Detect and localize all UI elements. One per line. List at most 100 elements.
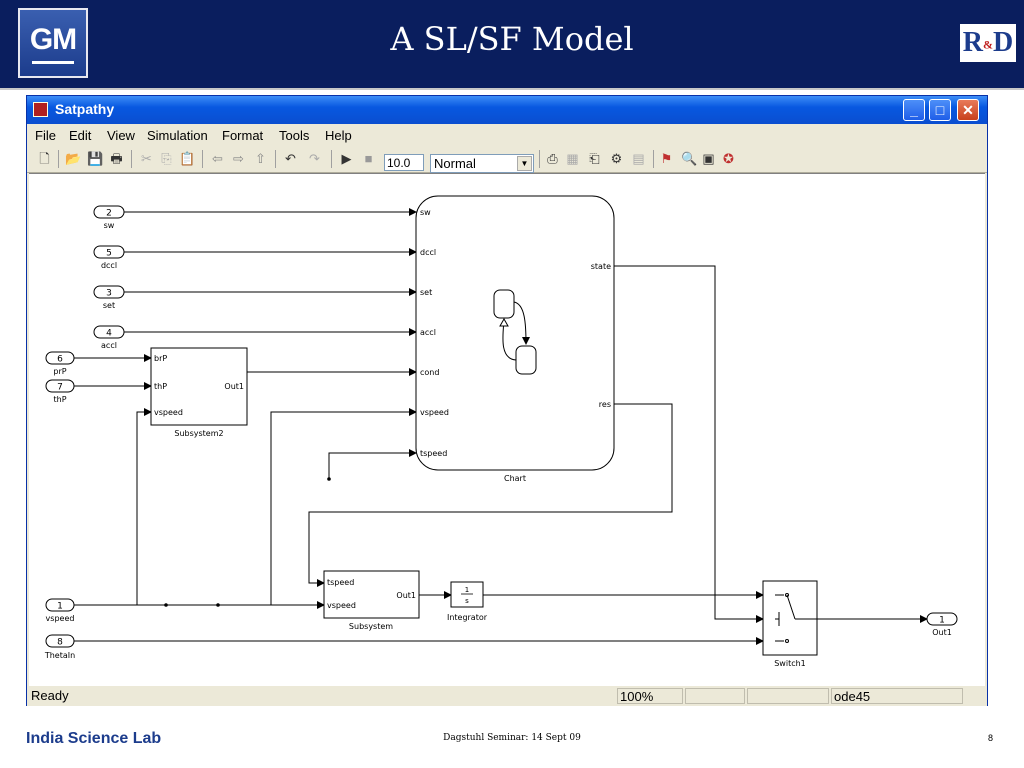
maximize-button[interactable]: □: [929, 99, 951, 121]
back-arrow-icon[interactable]: ⇦: [212, 151, 223, 166]
inport-label: prP: [53, 367, 66, 376]
save-icon[interactable]: 💾: [87, 151, 104, 166]
toolbar-separator: [275, 150, 276, 168]
incremental-build-icon[interactable]: ▦: [566, 151, 579, 166]
simulation-mode-select[interactable]: Normal ▼: [430, 154, 534, 173]
switch-block[interactable]: Switch1: [762, 580, 818, 668]
minimize-button[interactable]: _: [903, 99, 925, 121]
paste-icon[interactable]: 📋: [179, 151, 196, 166]
inport-label: dccl: [101, 261, 117, 270]
outport-number: 1: [939, 616, 945, 626]
chart-input-port: dccl: [420, 248, 436, 257]
inport-dccl[interactable]: 5 dccl: [93, 245, 125, 270]
menu-file[interactable]: File: [35, 128, 56, 143]
integrator-name: Integrator: [447, 613, 488, 622]
menu-edit[interactable]: Edit: [69, 128, 92, 143]
up-arrow-icon[interactable]: ⇧: [255, 151, 266, 166]
inport-number: 6: [57, 355, 63, 365]
model-browser-icon[interactable]: ▣: [702, 151, 715, 166]
menu-view[interactable]: View: [107, 128, 135, 143]
outport-label: Out1: [932, 628, 952, 637]
toolbar-separator: [131, 150, 132, 168]
build-icon[interactable]: ⎙: [547, 151, 558, 166]
undo-icon[interactable]: ↶: [285, 151, 296, 166]
integrator-denominator: s: [465, 597, 469, 605]
subsystem-output-port: Out1: [396, 591, 416, 600]
footer-organization: India Science Lab: [26, 730, 162, 747]
redo-icon[interactable]: ↷: [309, 151, 320, 166]
window-titlebar[interactable]: Satpathy _ □ ✕: [27, 96, 987, 124]
update-diagram-icon[interactable]: ⎗: [589, 151, 600, 166]
integrator-block[interactable]: 1 s Integrator: [447, 581, 488, 622]
subsystem-name: Subsystem: [349, 622, 393, 631]
model-canvas[interactable]: 2 sw 5 dccl 3 set 4 accl 6 prP: [29, 173, 985, 686]
gm-logo-text: GM: [29, 23, 77, 56]
chart-input-port: cond: [420, 368, 439, 377]
chevron-down-icon[interactable]: ▼: [517, 156, 532, 171]
close-button[interactable]: ✕: [957, 99, 979, 121]
zoom-level: 100%: [617, 688, 683, 704]
inport-number: 3: [106, 289, 112, 299]
stateflow-chart-block[interactable]: sw dccl set accl cond vspeed tspeed stat…: [415, 195, 615, 483]
inport-thP[interactable]: 7 thP: [45, 379, 75, 404]
inport-set[interactable]: 3 set: [93, 285, 125, 310]
subsystem2-output-port: Out1: [224, 382, 244, 391]
inport-label: accl: [101, 341, 117, 350]
model-explorer-icon[interactable]: 🔍: [681, 151, 698, 166]
rd-logo-amp: &: [983, 37, 993, 52]
inport-sw[interactable]: 2 sw: [93, 205, 125, 230]
inport-vspeed[interactable]: 1 vspeed: [45, 598, 75, 623]
menu-format[interactable]: Format: [222, 128, 264, 143]
rd-logo-r: R: [962, 27, 983, 58]
inport-accl[interactable]: 4 accl: [93, 325, 125, 350]
chart-state-icon: [493, 289, 537, 375]
simulink-app-icon[interactable]: [33, 102, 48, 117]
open-folder-icon[interactable]: 📂: [65, 151, 82, 166]
status-text: Ready: [31, 688, 69, 703]
menu-simulation[interactable]: Simulation: [147, 128, 208, 143]
subsystem-block[interactable]: tspeed vspeed Out1 Subsystem: [323, 570, 420, 631]
footer-seminar: Dagstuhl Seminar: 14 Sept 09: [443, 733, 581, 743]
subsystem2-input-port: thP: [154, 382, 167, 391]
chart-output-port: state: [591, 262, 611, 271]
inport-thetain[interactable]: 8 ThetaIn: [44, 634, 75, 660]
toolbar-separator: [539, 150, 540, 168]
menu-help[interactable]: Help: [325, 128, 352, 143]
gm-logo: GM: [18, 8, 88, 78]
inport-number: 1: [57, 602, 63, 612]
new-model-icon[interactable]: 🗋: [39, 151, 50, 166]
switch-name: Switch1: [774, 659, 806, 668]
solver-name: ode45: [831, 688, 963, 704]
debugger-icon[interactable]: ✪: [723, 151, 734, 166]
library-browser-icon[interactable]: ⚑: [660, 151, 673, 166]
stop-time-field[interactable]: 10.0: [384, 154, 424, 171]
chart-name: Chart: [504, 474, 526, 483]
inport-prP[interactable]: 6 prP: [45, 351, 75, 376]
slide-title: A SL/SF Model: [390, 20, 634, 58]
cut-icon[interactable]: ✂: [141, 151, 152, 166]
copy-icon[interactable]: ⎘: [161, 151, 172, 166]
menu-tools[interactable]: Tools: [279, 128, 310, 143]
outport-out1[interactable]: 1 Out1: [926, 612, 958, 637]
inport-label: vspeed: [46, 614, 75, 623]
debug-icon[interactable]: ▤: [632, 151, 645, 166]
forward-arrow-icon[interactable]: ⇨: [233, 151, 244, 166]
chart-input-port: sw: [420, 208, 431, 217]
toolbar-separator: [58, 150, 59, 168]
stop-simulation-icon[interactable]: ■: [364, 151, 373, 166]
chart-output-port: res: [599, 400, 611, 409]
inport-label: sw: [104, 221, 115, 230]
menubar: File Edit View Simulation Format Tools H…: [27, 124, 987, 146]
toolbar-separator: [653, 150, 654, 168]
page-number: 8: [988, 733, 994, 743]
refresh-icon[interactable]: ⚙: [610, 151, 623, 166]
subsystem-input-port: tspeed: [327, 578, 354, 587]
print-icon[interactable]: 🖶: [110, 151, 123, 166]
inport-label: set: [103, 301, 115, 310]
status-empty-cell: [685, 688, 745, 704]
simulation-mode-value: Normal: [434, 156, 476, 171]
chart-input-port: accl: [420, 328, 436, 337]
inport-number: 2: [106, 209, 112, 219]
start-simulation-icon[interactable]: ▶: [341, 151, 352, 166]
subsystem2-block[interactable]: brP thP vspeed Out1 Subsystem2: [150, 347, 248, 438]
